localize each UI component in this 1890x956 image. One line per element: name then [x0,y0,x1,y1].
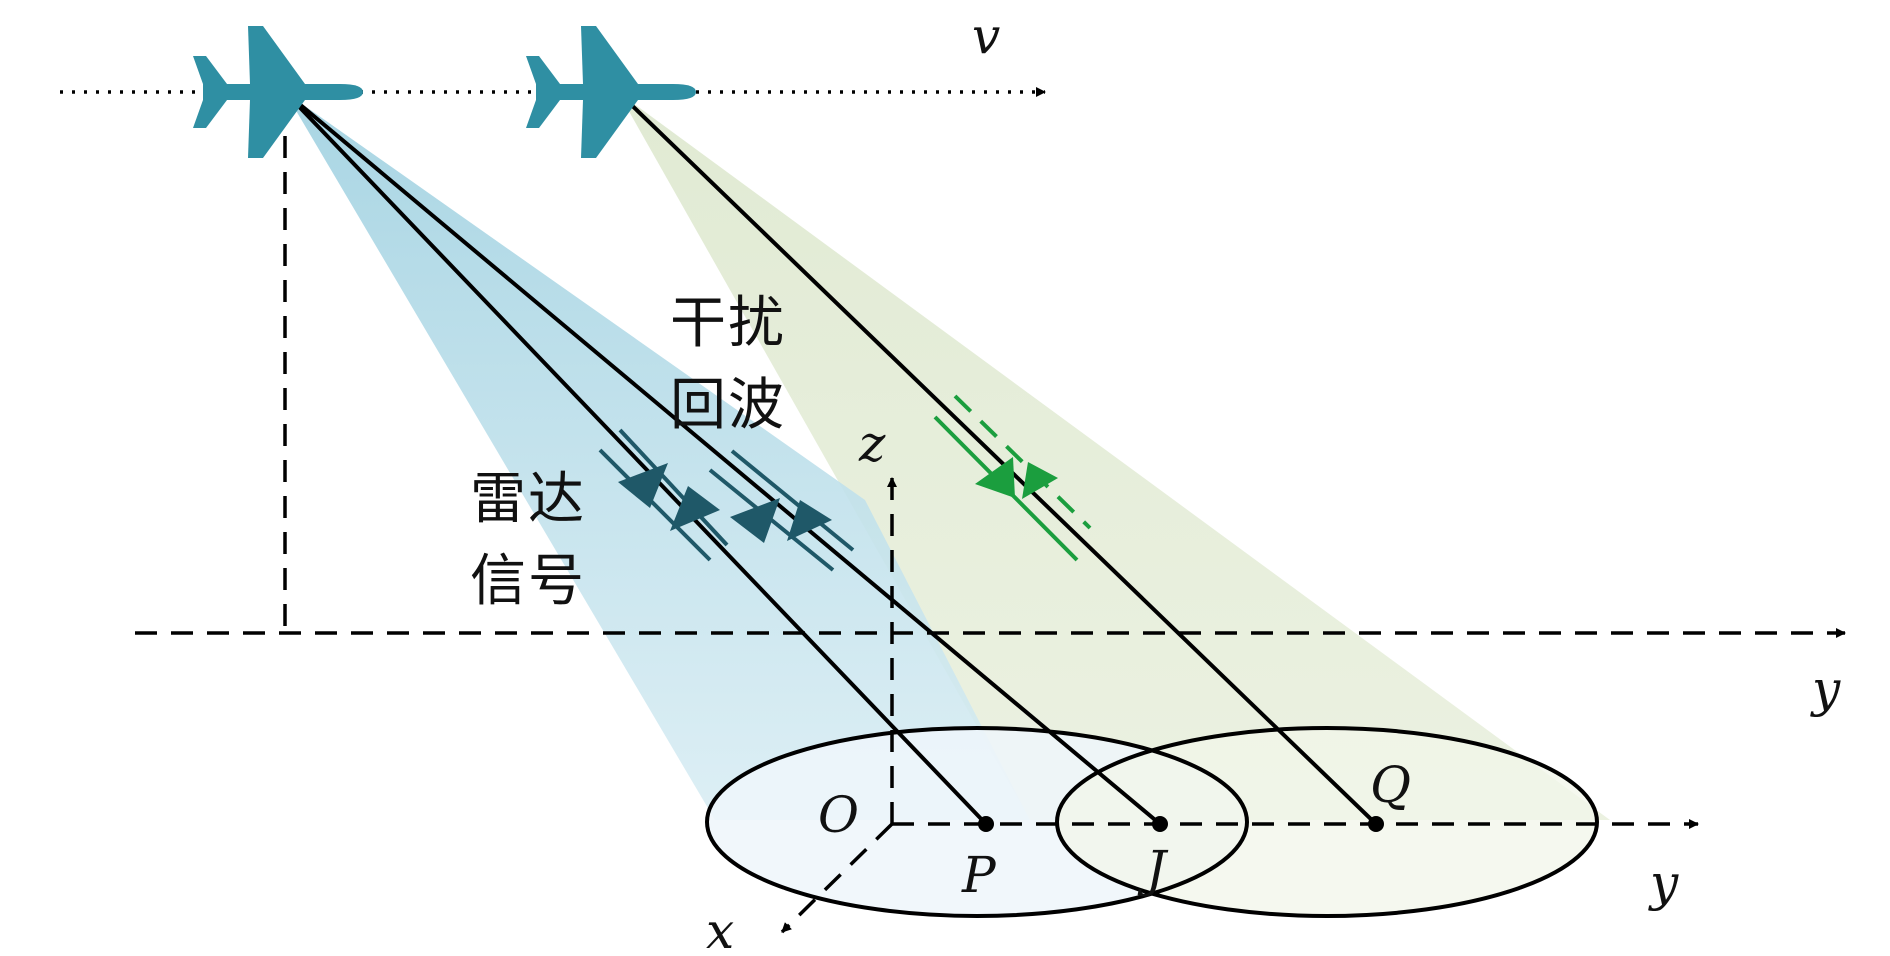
x-axis [780,822,894,934]
origin-label: O [818,786,859,844]
airplane-icon [193,26,363,158]
airplane-icon [526,26,696,158]
z-axis-label: z [858,415,886,473]
jammer-signal-arrows [933,394,1092,562]
jammer-beam [618,92,1610,820]
radar-signal-arrows [598,428,729,562]
radar-to-p-line [283,90,988,826]
radar-beam [285,92,1030,820]
velocity-label: v [972,7,1000,65]
point-j-marker [1152,816,1168,832]
jammer-footprint-outline [1055,726,1599,918]
jamming-echo-arrows [708,449,855,572]
jamming-echo-label-line1: 干扰 [670,291,786,356]
point-p-label: P [961,846,997,904]
x-axis-label: x [706,902,734,956]
radar-signal-label-line1: 雷达 [470,467,586,532]
radar-signal-label-line2: 信号 [470,549,586,614]
jammer-footprint-fill [1057,728,1597,916]
point-q-marker [1368,816,1384,832]
radar-footprint-outline [705,726,1249,918]
jammer-to-q-line [616,90,1378,826]
point-q-label: Q [1370,756,1411,814]
radar-to-j-line [283,90,1162,826]
jamming-echo-label-line2: 回波 [670,373,786,438]
ground-y-label: y [1810,660,1841,718]
point-p-marker [978,816,994,832]
y-axis-label: y [1648,854,1679,912]
